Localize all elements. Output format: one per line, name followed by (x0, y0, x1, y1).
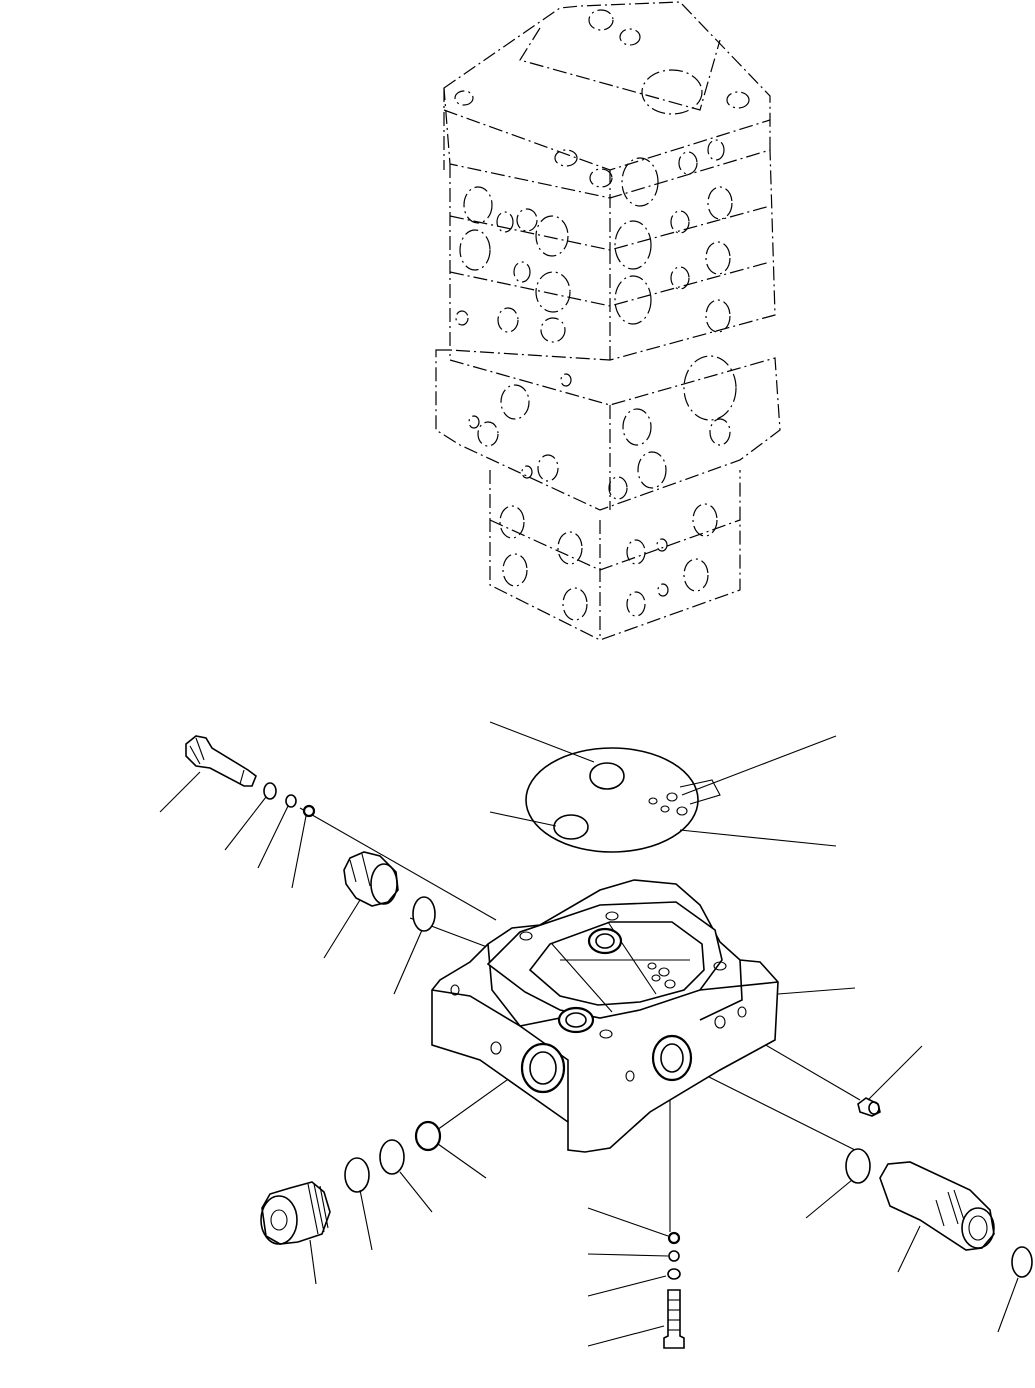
o-ring-large (412, 896, 436, 932)
screw (663, 1289, 685, 1349)
o-ring (667, 1268, 681, 1280)
backup-ring (414, 1120, 442, 1152)
o-ring-large (379, 1139, 405, 1175)
o-ring (668, 1250, 680, 1262)
valve-body (431, 879, 779, 1153)
o-ring-large (1011, 1246, 1033, 1278)
leader-lines (159, 721, 1019, 1347)
sleeve (857, 1097, 881, 1117)
o-ring-large (845, 1148, 871, 1184)
o-ring (263, 782, 277, 800)
port-plug (260, 1181, 331, 1245)
exploded-parts (159, 721, 1033, 1349)
o-ring-large (344, 1157, 370, 1193)
backup-ring (667, 1231, 681, 1245)
seal-plate (525, 747, 721, 853)
relief-valve-cartridge (879, 1161, 995, 1251)
o-ring (285, 794, 297, 808)
check-valve-bolt (185, 735, 257, 787)
backup-ring (302, 804, 316, 818)
valve-stack-assembly-phantom (435, 1, 781, 641)
plug (343, 851, 399, 907)
